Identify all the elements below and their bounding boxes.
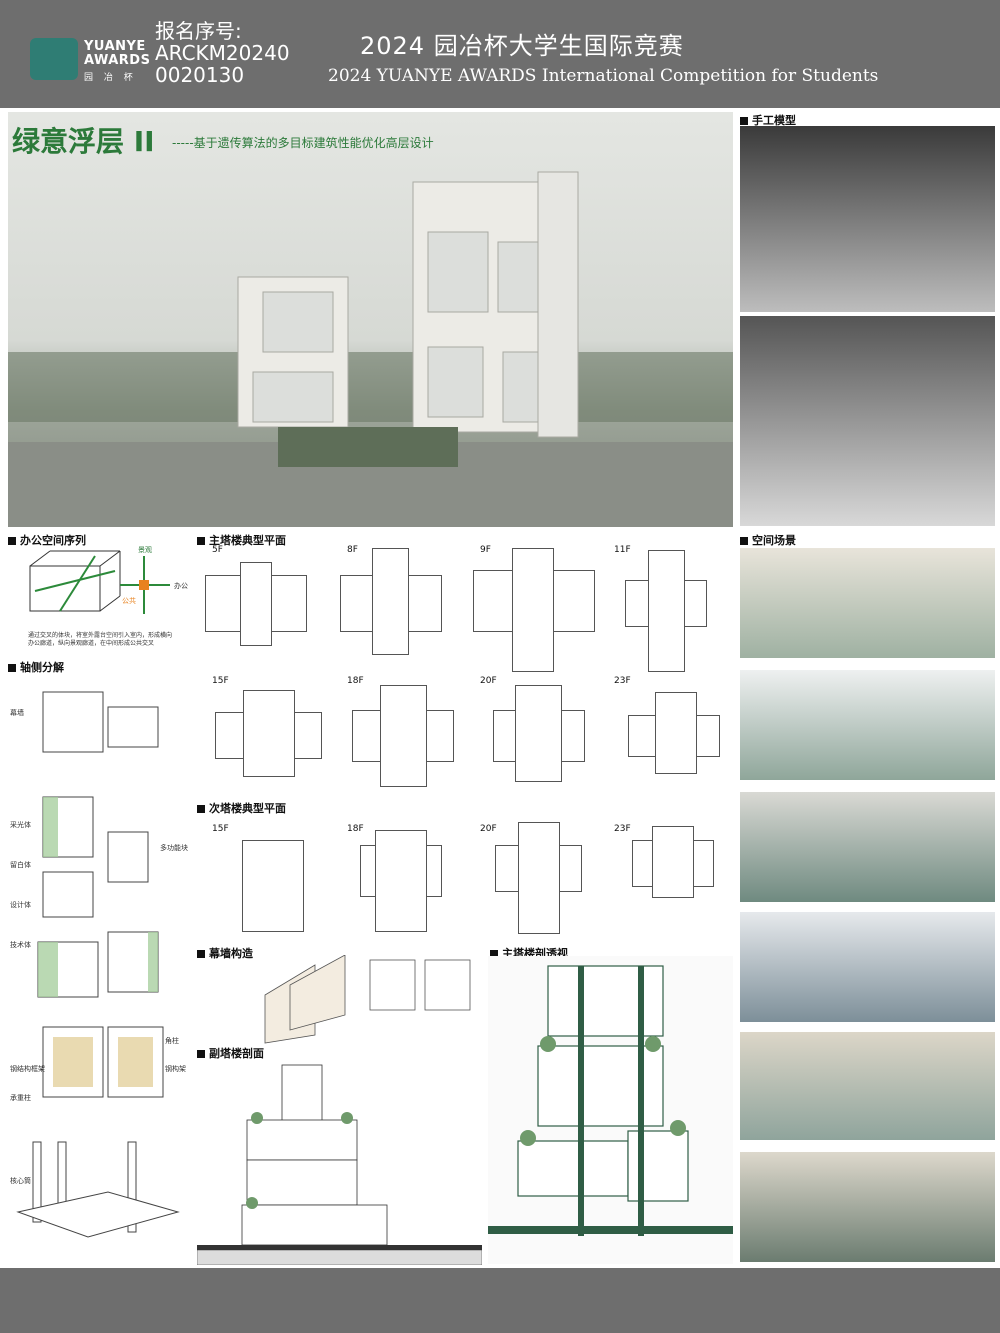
axon-label-steel-truss: 钢构架 (165, 1065, 186, 1073)
section-title-office-sequence: 办公空间序列 (8, 532, 86, 548)
plan-main-15f-core (243, 690, 295, 777)
project-title: 绿意浮层 II (12, 125, 155, 158)
section-title-axon: 轴侧分解 (8, 659, 64, 675)
project-subtitle: -----基于遗传算法的多目标建筑性能优化高层设计 (172, 136, 434, 150)
section-title-curtain-wall: 幕墙构造 (197, 945, 253, 961)
scene-photo-2 (740, 670, 995, 780)
competition-title-en: 2024 YUANYE AWARDS International Competi… (328, 66, 879, 86)
axon-label-steel-frame: 钢结构框架 (10, 1065, 45, 1073)
scene-photo-3 (740, 792, 995, 902)
axon-label-core: 核心筒 (10, 1177, 31, 1185)
floor-label-20f: 20F (480, 676, 497, 686)
section-title-sub-plans: 次塔楼典型平面 (197, 800, 286, 816)
model-photo-1 (740, 126, 995, 312)
footer-bar (0, 1268, 1000, 1333)
plan-sub-20f-core (518, 822, 560, 934)
sub-floor-label-20f: 20F (480, 824, 497, 834)
plan-sub-15f (242, 840, 304, 932)
plan-main-8f-core (372, 548, 409, 655)
sub-floor-label-23f: 23F (614, 824, 631, 834)
logo-text: YUANYE AWARDS (84, 39, 151, 68)
plan-main-5f-core (240, 562, 272, 646)
plan-sub-23f-core (652, 826, 694, 898)
floor-label-5f: 5F (212, 545, 223, 555)
scene-photo-5 (740, 1032, 995, 1140)
hero-buildings-illustration (8, 171, 733, 527)
floor-label-23f: 23F (614, 676, 631, 686)
sub-floor-label-18f: 18F (347, 824, 364, 834)
yuanye-logo-icon (30, 38, 78, 80)
axon-label-design-volume: 设计体 (10, 901, 31, 909)
axon-label-tech-volume: 技术体 (10, 941, 31, 949)
curtain-wall-detail (264, 955, 471, 1044)
axon-label-corner-column: 角柱 (165, 1037, 179, 1045)
section-title-sub-section: 副塔楼剖面 (197, 1045, 264, 1061)
section-title-main-plans: 主塔楼典型平面 (197, 532, 286, 548)
sub-tower-section-drawing (197, 1064, 482, 1265)
logo-sub: 园 冶 杯 (84, 73, 137, 83)
header-bar (0, 0, 1000, 108)
plan-main-18f-core (380, 685, 427, 787)
floor-label-15f: 15F (212, 676, 229, 686)
axon-label-lighting-volume: 采光体 (10, 821, 31, 829)
scene-photo-4 (740, 912, 995, 1022)
plan-main-23f-core (655, 692, 697, 774)
competition-title-cn: 2024 园冶杯大学生国际竞赛 (360, 32, 684, 60)
floor-label-11f: 11F (614, 545, 631, 555)
section-title-scenes: 空间场景 (740, 532, 796, 548)
registration-label: 报名序号: (155, 19, 242, 43)
diagram-label-office: 办公 (174, 582, 188, 590)
diagram-label-landscape: 景观 (138, 546, 152, 554)
hero-rendering (8, 112, 733, 527)
plan-main-9f-core (512, 548, 554, 672)
plan-main-11f-core (648, 550, 685, 672)
floor-label-9f: 9F (480, 545, 491, 555)
scene-photo-6 (740, 1152, 995, 1262)
floor-label-18f: 18F (347, 676, 364, 686)
plan-sub-18f-core (375, 830, 427, 932)
scene-photo-1 (740, 548, 995, 658)
office-sequence-note: 通过交叉的体块，将室外露台空间引入室内，形成横向办公廊道，纵向景观廊道，在中间形… (28, 632, 173, 647)
axon-label-columns: 承重柱 (10, 1094, 31, 1102)
registration-number: ARCKM20240 0020130 (155, 41, 290, 87)
office-sequence-diagram (29, 550, 170, 614)
main-tower-section-perspective (488, 956, 733, 1264)
model-photo-2 (740, 316, 995, 526)
axon-label-blank-volume: 留白体 (10, 861, 31, 869)
floor-label-8f: 8F (347, 545, 358, 555)
axon-label-curtain-wall: 幕墙 (10, 709, 24, 717)
axon-exploded-diagram (16, 691, 180, 1238)
sub-floor-label-15f: 15F (212, 824, 229, 834)
section-title-model: 手工模型 (740, 112, 796, 128)
diagram-label-public: 公共 (122, 597, 136, 605)
axon-label-multifunction: 多功能块 (160, 844, 188, 852)
plan-main-20f-core (515, 685, 562, 782)
